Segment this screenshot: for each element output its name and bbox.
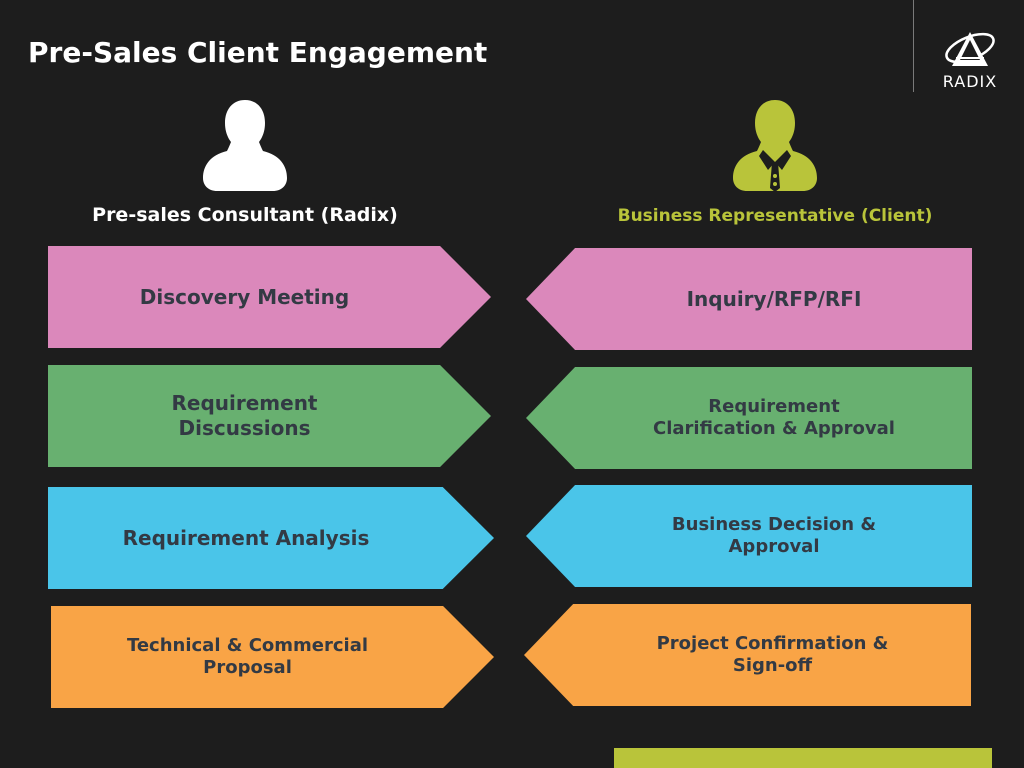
consultant-role-label: Pre-sales Consultant (Radix) <box>92 204 398 226</box>
left-step-1-label: Discovery Meeting <box>139 284 350 309</box>
client-role-label: Business Representative (Client) <box>617 206 933 226</box>
left-step-4: Technical & Commercial Proposal <box>51 606 494 708</box>
right-step-2: Requirement Clarification & Approval <box>526 367 972 469</box>
left-step-4-label: Technical & Commercial Proposal <box>126 634 369 679</box>
right-step-3-label: Business Decision & Approval <box>671 513 877 558</box>
right-step-4: Project Confirmation & Sign-off <box>524 604 971 706</box>
logo-divider <box>913 0 914 92</box>
accent-bar <box>614 748 992 768</box>
page-title: Pre-Sales Client Engagement <box>28 36 488 69</box>
left-step-2-label: Requirement Discussions <box>171 391 318 440</box>
consultant-person-icon <box>203 100 287 191</box>
radix-logo: RADIX <box>932 28 1008 92</box>
right-step-1: Inquiry/RFP/RFI <box>526 248 972 350</box>
right-step-4-label: Project Confirmation & Sign-off <box>656 632 889 677</box>
radix-logo-icon <box>945 32 995 66</box>
right-step-2-label: Requirement Clarification & Approval <box>653 395 895 440</box>
logo-text: RADIX <box>942 72 998 91</box>
right-step-3: Business Decision & Approval <box>526 485 972 587</box>
right-step-1-label: Inquiry/RFP/RFI <box>686 286 862 311</box>
left-step-2: Requirement Discussions <box>48 365 491 467</box>
client-person-icon <box>733 100 817 192</box>
left-step-1: Discovery Meeting <box>48 246 491 348</box>
left-step-3-label: Requirement Analysis <box>122 525 370 550</box>
left-step-3: Requirement Analysis <box>48 487 494 589</box>
